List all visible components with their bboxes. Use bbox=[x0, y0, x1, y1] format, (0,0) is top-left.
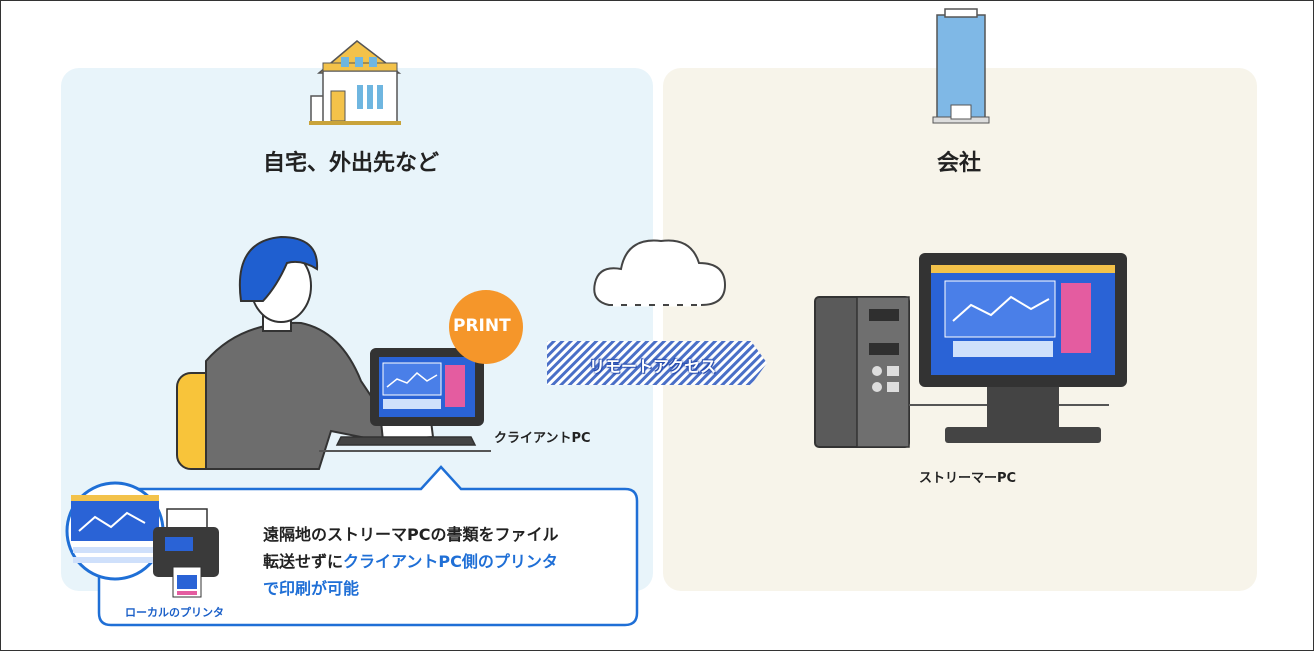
home-title: 自宅、外出先など bbox=[263, 151, 440, 176]
zoomed-document-icon bbox=[65, 481, 165, 581]
callout-line-2: 転送せずにクライアントPC側のプリンタ bbox=[263, 548, 558, 575]
client-pc-label: クライアントPC bbox=[494, 431, 591, 446]
remote-access-arrow bbox=[547, 341, 767, 385]
monitor-icon bbox=[919, 253, 1127, 443]
remote-access-label: リモートアクセス bbox=[589, 357, 717, 376]
callout-line-3: で印刷が可能 bbox=[263, 579, 360, 598]
local-printer-label: ローカルのプリンタ bbox=[125, 606, 224, 619]
office-title: 会社 bbox=[937, 151, 982, 176]
client-laptop-icon bbox=[335, 348, 484, 446]
callout-line-2-highlight: クライアントPC側のプリンタ bbox=[343, 552, 558, 571]
office-building-icon bbox=[932, 8, 990, 124]
callout-line-1: 遠隔地のストリーマPCの書類をファイル bbox=[263, 525, 559, 544]
pc-tower-icon bbox=[814, 296, 910, 448]
print-badge-label: PRINT bbox=[453, 316, 511, 336]
cloud-icon bbox=[593, 239, 727, 307]
printer-icon bbox=[153, 508, 219, 598]
print-badge bbox=[449, 290, 523, 364]
house-icon bbox=[309, 40, 402, 125]
streamer-pc-label: ストリーマーPC bbox=[919, 471, 1017, 486]
callout-line-2-plain: 転送せずに bbox=[263, 552, 344, 571]
callout-text: 遠隔地のストリーマPCの書類をファイル 転送せずにクライアントPC側のプリンタ … bbox=[263, 521, 558, 602]
